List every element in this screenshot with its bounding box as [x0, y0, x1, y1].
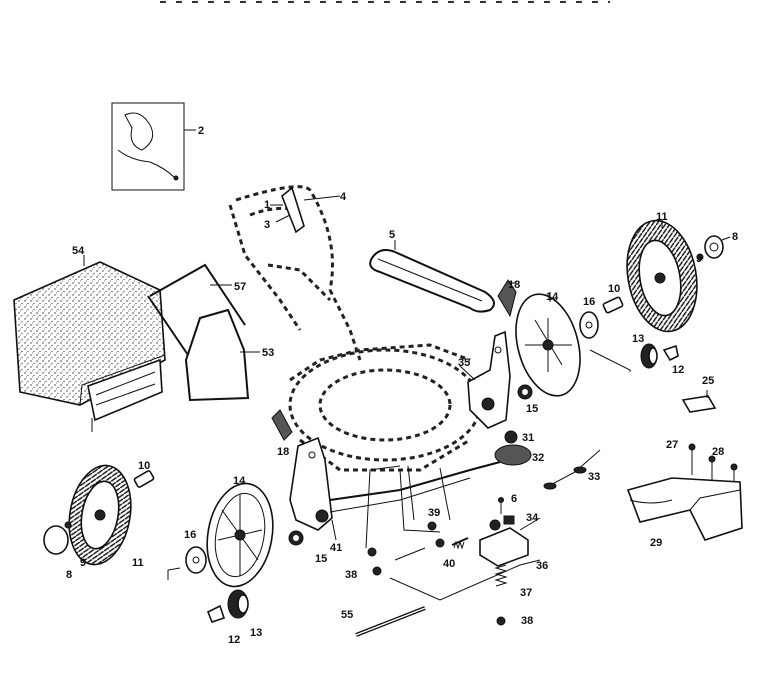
part-13-gear-left: [227, 589, 249, 619]
callout-9-left: 9: [80, 557, 86, 569]
callout-25: 25: [702, 375, 714, 387]
callout-16-left: 16: [184, 529, 196, 541]
callout-13-left: 13: [250, 627, 262, 639]
part-54-grass-bag: [13, 255, 166, 432]
callout-54: 54: [72, 245, 85, 257]
part-12-pawl-left: [206, 604, 226, 623]
part-8-hubcap-left: [43, 525, 69, 555]
height-adjust-linkage: [365, 465, 541, 601]
part-9-screw-left: [64, 521, 72, 529]
callout-11-left: 11: [132, 557, 144, 569]
part-11-wheel-right: [626, 219, 698, 333]
callout-1: 1: [264, 199, 270, 211]
callout-33: 33: [588, 471, 600, 483]
callout-12-left: 12: [228, 634, 240, 646]
part-2-cable-inset: [111, 102, 196, 191]
callout-35: 35: [458, 357, 470, 369]
part-13-gear-right: [589, 343, 658, 372]
callout-2: 2: [198, 125, 204, 137]
part-5-drive-belt: [369, 240, 495, 313]
callout-38-low: 38: [521, 615, 533, 627]
callout-34: 34: [526, 512, 539, 524]
part-10-bushing-left: [133, 470, 155, 488]
callout-40: 40: [443, 558, 455, 570]
callout-41: 41: [330, 542, 342, 554]
callout-32: 32: [532, 452, 544, 464]
part-37-spring: [494, 564, 508, 587]
callout-15-left: 15: [315, 553, 327, 565]
part-25-label-plate: [681, 390, 717, 413]
callout-27: 27: [666, 439, 678, 451]
part-39-nut: [427, 521, 437, 531]
callout-5: 5: [389, 229, 395, 241]
callout-8-left: 8: [66, 569, 72, 581]
callout-13: 13: [632, 333, 644, 345]
callout-29: 29: [650, 537, 662, 549]
part-33-cable: [543, 449, 601, 490]
part-6-bolt: [498, 497, 504, 514]
callout-10: 10: [608, 283, 620, 295]
part-28-screws: [708, 455, 738, 492]
callout-6: 6: [511, 493, 517, 505]
part-36-adjuster-bracket: [479, 515, 541, 567]
part-29-rear-skirt: [626, 477, 743, 541]
part-38-nut-lower: [496, 616, 506, 626]
part-14-wheel-hub-right: [515, 292, 581, 397]
part-57-bag-frame: [147, 263, 246, 356]
callout-28: 28: [712, 446, 724, 458]
part-15-spacer-right: [517, 384, 533, 400]
part-35-gear-housing: [459, 330, 511, 429]
callout-11: 11: [656, 211, 668, 223]
part-40-spring: [451, 537, 469, 550]
callout-36: 36: [536, 560, 548, 572]
callout-3: 3: [264, 219, 270, 231]
part-53-bag-frame-lower: [184, 308, 260, 402]
callout-labels: 2 1 3 4 5 11 8 9 54 57 53 16 14 18 10 13…: [66, 125, 738, 646]
callout-53: 53: [262, 347, 274, 359]
callout-18-left: 18: [277, 446, 289, 458]
part-55-axle-rod: [355, 606, 426, 637]
part-18-deflector: [497, 279, 517, 318]
part-16-washer-left: [167, 546, 207, 580]
handle-control-lever: [270, 186, 341, 234]
callout-18: 18: [508, 279, 520, 291]
part-31-spring: [504, 430, 518, 444]
callout-14-left: 14: [233, 475, 246, 487]
part-15-spacer-left: [288, 530, 304, 546]
part-32-disc: [494, 444, 532, 466]
part-16-washer-right: [579, 311, 599, 339]
callout-9: 9: [696, 253, 702, 265]
drive-axle: [329, 461, 501, 513]
part-10-bushing-right: [602, 296, 624, 314]
callout-4: 4: [340, 191, 347, 203]
part-41-gear-housing-left: [289, 436, 337, 541]
callout-8: 8: [732, 231, 738, 243]
part-11-wheel-left: [68, 464, 132, 566]
part-9-screw-right: [696, 253, 704, 261]
callout-57: 57: [234, 281, 246, 293]
callout-10-left: 10: [138, 460, 150, 472]
callout-55: 55: [341, 609, 353, 621]
callout-38-mid: 38: [345, 569, 357, 581]
callout-12: 12: [672, 364, 684, 376]
part-18-deflector-left: [271, 409, 293, 441]
part-27-screw: [688, 443, 696, 475]
part-12-pawl-right: [662, 344, 679, 362]
part-38-nut-upper: [367, 538, 445, 576]
callout-39: 39: [428, 507, 440, 519]
callout-14: 14: [546, 291, 559, 303]
callout-31: 31: [522, 432, 534, 444]
part-8-hubcap-right: [704, 235, 731, 259]
part-14-wheel-hub-left: [206, 482, 274, 588]
callout-16: 16: [583, 296, 595, 308]
callout-15: 15: [526, 403, 538, 415]
callout-37: 37: [520, 587, 532, 599]
